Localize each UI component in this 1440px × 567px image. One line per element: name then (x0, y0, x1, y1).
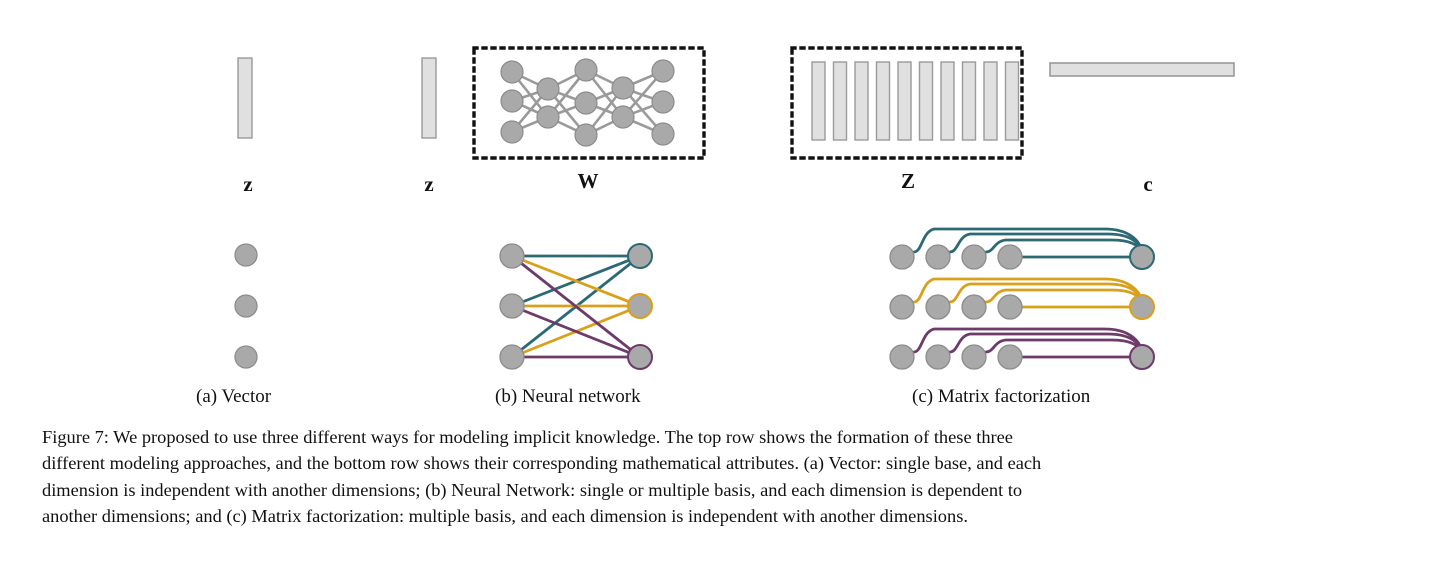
caption-line-2: different modeling approaches, and the b… (42, 453, 1042, 474)
caption-line-1: Figure 7: We proposed to use three diffe… (42, 427, 1013, 447)
panel-b-left-nodes (499, 243, 525, 370)
figure-graphics (234, 46, 1235, 370)
matrix-z-box (790, 46, 1024, 160)
symbol-label-z-matrix: Z (900, 169, 915, 193)
panel-label-a: (a) Vector (196, 386, 272, 407)
panel-c-arcs-row-2 (912, 277, 1144, 309)
caption-line-3: dimension is independent with another di… (42, 479, 1023, 500)
panel-a-nodes (234, 243, 258, 369)
panel-b-edges (510, 254, 642, 359)
figure-caption: Figure 7: We proposed to use three diffe… (42, 424, 1398, 530)
vector-bar-a (237, 57, 253, 139)
panel-b-right-nodes (627, 243, 653, 370)
neural-network-nodes (500, 58, 675, 147)
vector-bar-c (1049, 62, 1235, 77)
symbol-label-w: W (577, 169, 599, 193)
symbol-label-c: c (1143, 172, 1153, 196)
vector-bar-b (421, 57, 437, 139)
matrix-z-bars (811, 61, 1020, 141)
panel-label-b: (b) Neural network (495, 386, 641, 407)
symbol-label-z-b: z (424, 172, 434, 196)
panel-c-left-nodes (889, 244, 1023, 370)
neural-network-box (472, 46, 706, 160)
panel-label-c: (c) Matrix factorization (912, 386, 1091, 407)
caption-line-4: another dimensions; and (c) Matrix facto… (42, 506, 968, 527)
panel-c-right-nodes (1129, 244, 1155, 370)
symbol-label-z-a: z (243, 172, 253, 196)
